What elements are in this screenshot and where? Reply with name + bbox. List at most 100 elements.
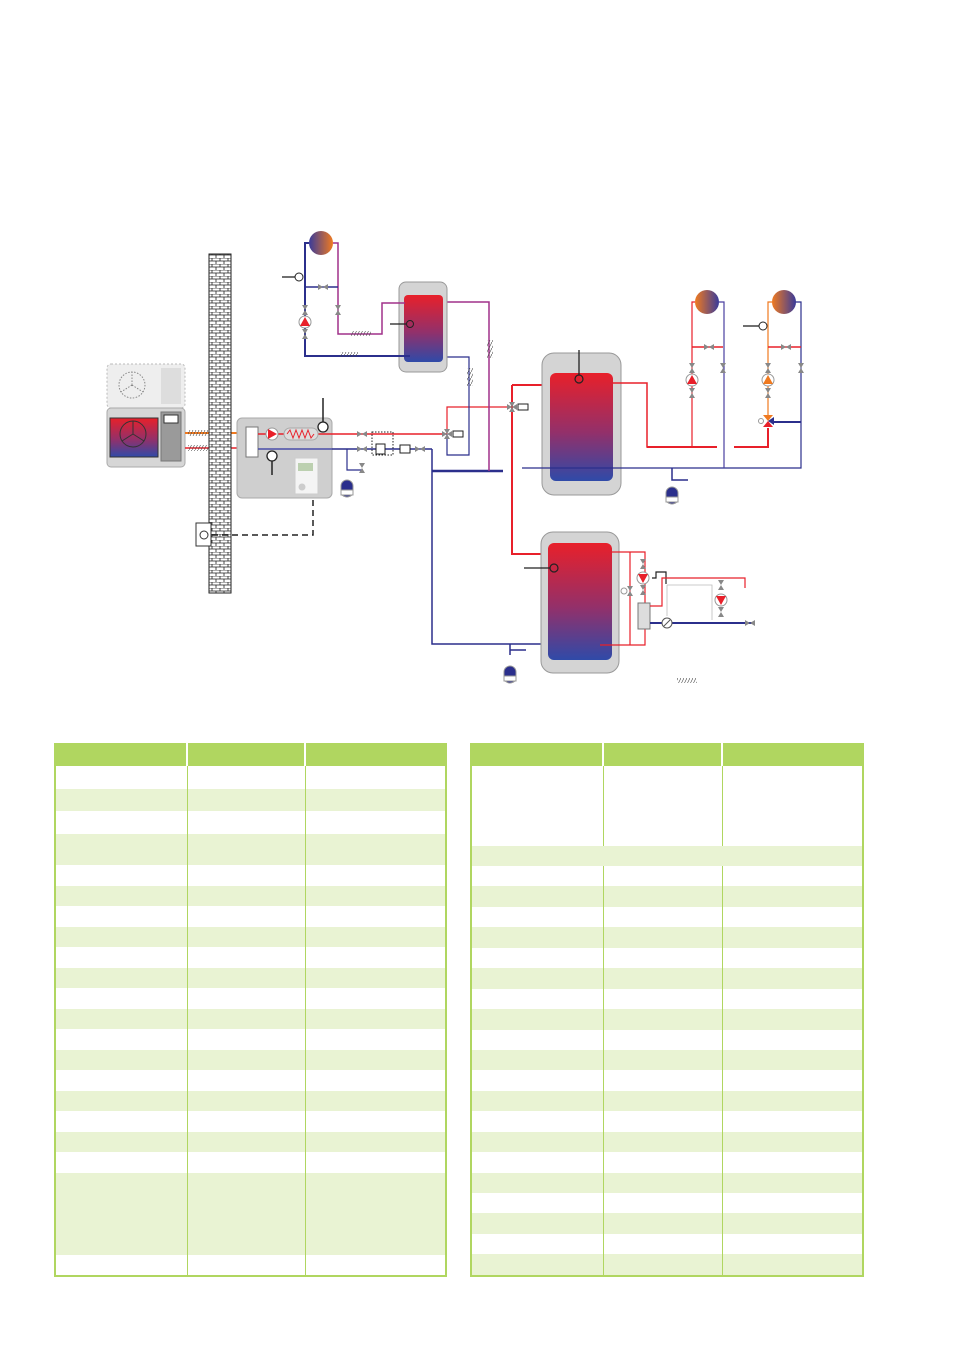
table-row: [472, 1172, 862, 1193]
table-cell: [604, 1131, 723, 1153]
table-cell: [56, 968, 189, 988]
table-row: [472, 968, 862, 989]
table-cell: [56, 886, 189, 906]
header-cell: [188, 743, 306, 766]
primary-fittings: [340, 340, 529, 498]
table-cell: [723, 1173, 862, 1193]
table-cell: [604, 1254, 723, 1275]
table-cell: [56, 906, 189, 927]
table-cell: [472, 1152, 605, 1173]
table-cell: [472, 1233, 605, 1255]
table-cell: [56, 1091, 189, 1111]
table-row: [56, 811, 445, 834]
radiator-circuits-2-3: [522, 290, 804, 505]
table-cell: [472, 886, 605, 907]
table-row: [472, 1233, 862, 1255]
table-cell: [472, 1029, 605, 1050]
header-cell: [604, 743, 723, 766]
table-cell: [56, 988, 189, 1009]
table-cell: [723, 1193, 862, 1213]
table-header: [56, 743, 445, 766]
outdoor-heat-pump-unit: [106, 363, 186, 468]
table-cell: [56, 1009, 189, 1029]
table-cell: [723, 1050, 862, 1070]
table-cell: [604, 1213, 723, 1234]
table-cell: [306, 811, 445, 834]
table-cell: [723, 1070, 862, 1090]
table-cell: [472, 846, 862, 866]
table-row: [56, 766, 445, 789]
table-row: [56, 1111, 445, 1132]
table-cell: [604, 1049, 723, 1071]
table-cell: [188, 1255, 306, 1275]
table-cell: [188, 766, 306, 789]
table-row: [472, 766, 862, 846]
table-row: [56, 988, 445, 1009]
table-cell: [306, 1050, 445, 1070]
table-row: [56, 865, 445, 886]
table-cell: [306, 988, 445, 1009]
table-cell: [604, 886, 723, 907]
table-row: [472, 1193, 862, 1214]
primary-piping: [332, 301, 558, 645]
table-row: [56, 927, 445, 947]
table-cell: [604, 968, 723, 989]
table-cell: [604, 947, 723, 969]
table-cell: [723, 1091, 862, 1111]
table-cell: [723, 766, 862, 846]
table-cell: [306, 1152, 445, 1173]
table-cell: [56, 927, 189, 947]
header-cell: [56, 743, 189, 766]
table-cell: [604, 1152, 723, 1173]
table-cell: [188, 1132, 306, 1152]
table-left: [54, 743, 447, 1277]
table-cell: [306, 789, 445, 811]
table-cell: [723, 1213, 862, 1233]
table-cell: [56, 789, 189, 811]
table-cell: [306, 886, 445, 906]
table-cell: [723, 1132, 862, 1152]
table-row: [472, 1131, 862, 1153]
table-cell: [723, 1111, 862, 1131]
table-cell: [472, 1213, 605, 1234]
table-row: [472, 927, 862, 948]
table-row: [472, 1254, 862, 1275]
table-cell: [604, 1111, 723, 1132]
table-cell: [56, 1255, 189, 1275]
table-right: [470, 743, 864, 1277]
table-cell: [472, 1172, 605, 1193]
table-row: [472, 1009, 862, 1030]
table-cell: [472, 947, 605, 969]
table-cell: [604, 1009, 723, 1030]
table-cell: [188, 1050, 306, 1070]
table-cell: [188, 968, 306, 988]
table-row: [56, 1091, 445, 1111]
table-cell: [188, 1091, 306, 1111]
table-row: [56, 968, 445, 988]
table-cell: [56, 834, 189, 865]
table-row: [472, 886, 862, 907]
table-cell: [472, 766, 605, 846]
table-row: [472, 1049, 862, 1071]
table-cell: [306, 927, 445, 947]
table-cell: [306, 968, 445, 988]
table-cell: [188, 886, 306, 906]
table-row: [472, 906, 862, 928]
table-row: [56, 1173, 445, 1255]
table-cell: [306, 906, 445, 927]
table-cell: [306, 1255, 445, 1275]
outdoor-temperature-sensor: [195, 494, 314, 547]
table-cell: [188, 1152, 306, 1173]
table-row: [472, 988, 862, 1010]
table-cell: [188, 1111, 306, 1132]
table-row: [56, 1070, 445, 1091]
table-cell: [723, 886, 862, 906]
table-cell: [472, 1090, 605, 1112]
table-row: [472, 846, 862, 866]
table-cell: [188, 1009, 306, 1029]
mixing-valve: [758, 415, 774, 427]
storage-tank-heating: [541, 350, 622, 496]
table-row: [56, 906, 445, 927]
table-cell: [604, 1233, 723, 1255]
table-cell: [188, 906, 306, 927]
